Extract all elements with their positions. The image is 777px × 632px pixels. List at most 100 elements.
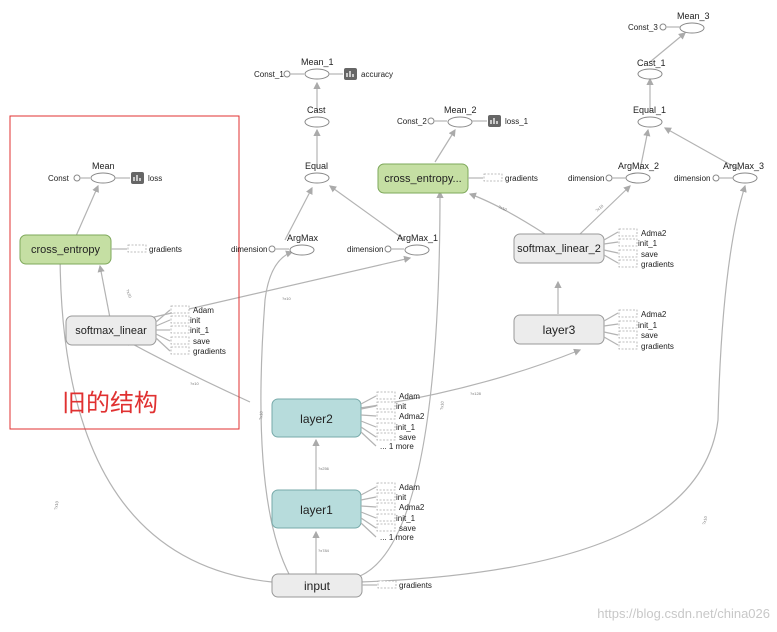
op-mean2-label: Mean_2: [444, 105, 477, 115]
const1-label: Const_1: [254, 70, 284, 79]
svg-text:gradients: gradients: [193, 347, 226, 356]
edge-layer2-layer3: [359, 348, 582, 409]
node-cross-entropy-1-label: cross_entropy...: [384, 173, 461, 185]
cross-entropy-gradients: gradients: [149, 245, 182, 254]
dimension-label-b: dimension: [347, 245, 383, 254]
watermark: https://blog.csdn.net/china026: [597, 606, 770, 621]
op-argmax3[interactable]: [732, 172, 758, 184]
op-mean1[interactable]: [304, 68, 330, 80]
op-mean2[interactable]: [447, 116, 473, 128]
dimension-label-a: dimension: [231, 245, 267, 254]
edge-argmax1-equal: [329, 185, 406, 241]
old-structure-box: [9, 115, 240, 430]
softmax2-aux: Adma2 init_1 save gradients: [603, 228, 674, 269]
edge-layer2-softmax: [123, 339, 251, 403]
op-cast1[interactable]: [637, 68, 663, 80]
edge-sm2-argmax2: [579, 185, 631, 235]
op-argmax1-label: ArgMax_1: [397, 233, 438, 243]
edge-input-argmax: [260, 250, 294, 577]
edge-sm2-ce1: [468, 192, 546, 235]
svg-text:?x10: ?x10: [439, 400, 445, 410]
svg-text:Adam: Adam: [193, 306, 214, 315]
edge-cross-entropy-mean: [75, 184, 99, 237]
svg-text:gradients: gradients: [641, 260, 674, 269]
dimension-label-c: dimension: [568, 174, 604, 183]
svg-text:Adma2: Adma2: [399, 503, 425, 512]
svg-text:save: save: [399, 524, 416, 533]
softmax-aux: Adam init init_1 save gradients: [155, 305, 226, 356]
edges: [56, 32, 747, 583]
node-layer3-label: layer3: [543, 323, 576, 337]
svg-text:save: save: [399, 433, 416, 442]
svg-text:?x10: ?x10: [53, 500, 60, 510]
op-argmax2[interactable]: [625, 172, 651, 184]
const1-icon[interactable]: [283, 70, 291, 78]
op-cast-label: Cast: [307, 105, 326, 115]
edge-argmax-equal: [284, 186, 313, 241]
op-equal[interactable]: [304, 172, 330, 184]
node-layer2[interactable]: [271, 398, 362, 438]
op-argmax[interactable]: [289, 244, 315, 256]
accuracy-label: accuracy: [361, 70, 393, 79]
op-mean[interactable]: [90, 172, 116, 184]
svg-text:init_1: init_1: [396, 423, 416, 432]
edge-softmax-cross-entropy: [97, 264, 111, 319]
edge-argmax2-equal1: [639, 128, 651, 171]
svg-text:Adma2: Adma2: [641, 310, 667, 319]
svg-text:?x10: ?x10: [125, 289, 133, 300]
const2-label: Const_2: [397, 117, 427, 126]
op-argmax-label: ArgMax: [287, 233, 319, 243]
edge-cast1-mean3: [649, 32, 686, 63]
svg-text:init_1: init_1: [190, 326, 210, 335]
layer1-aux: Adam init Adma2 init_1 save ... 1 more: [360, 482, 425, 542]
const-icon[interactable]: [73, 174, 81, 182]
op-argmax1[interactable]: [404, 244, 430, 256]
svg-text:init: init: [396, 493, 407, 502]
op-argmax2-label: ArgMax_2: [618, 161, 659, 171]
node-layer3[interactable]: [513, 314, 605, 345]
node-layer1[interactable]: [271, 489, 362, 529]
loss1-label: loss_1: [505, 117, 529, 126]
loss-label: loss: [148, 174, 162, 183]
node-input-label: input: [304, 579, 331, 593]
svg-text:?x256: ?x256: [318, 466, 330, 471]
node-softmax-linear-2-label: softmax_linear_2: [517, 243, 601, 255]
edge-input-argmax3: [359, 184, 747, 583]
op-mean-label: Mean: [92, 161, 115, 171]
svg-text:save: save: [193, 337, 210, 346]
node-layer1-label: layer1: [300, 503, 333, 517]
const3-label: Const_3: [628, 23, 658, 32]
node-softmax-linear-label: softmax_linear: [75, 325, 147, 337]
svg-text:init_1: init_1: [638, 239, 658, 248]
layer3-aux: Adma2 init_1 save gradients: [603, 309, 674, 351]
svg-text:Adma2: Adma2: [641, 229, 667, 238]
dimension-label-d: dimension: [674, 174, 710, 183]
node-cross-entropy-label: cross_entropy: [31, 244, 101, 256]
svg-text:... 1 more: ... 1 more: [380, 533, 414, 542]
edge-labels: ?x10 ?x10 ?x10 ?x128 ?x256 ?x784 ?x10 ?x…: [53, 203, 708, 553]
svg-text:?x128: ?x128: [470, 391, 482, 396]
op-equal1[interactable]: [637, 116, 663, 128]
svg-text:?x10: ?x10: [190, 381, 199, 386]
cross-entropy-1-gradients: gradients: [505, 174, 538, 183]
svg-text:Adam: Adam: [399, 392, 420, 401]
svg-text:init: init: [190, 316, 201, 325]
op-argmax3-label: ArgMax_3: [723, 161, 764, 171]
op-equal-label: Equal: [305, 161, 328, 171]
svg-text:?x10: ?x10: [594, 203, 604, 213]
svg-text:save: save: [641, 331, 658, 340]
old-structure-label: 旧的结构: [62, 389, 158, 417]
op-mean3[interactable]: [679, 22, 705, 34]
svg-text:?x10: ?x10: [258, 410, 264, 420]
input-gradients: gradients: [399, 581, 432, 590]
op-cast1-label: Cast_1: [637, 58, 666, 68]
op-cast[interactable]: [304, 116, 330, 128]
svg-text:?x784: ?x784: [318, 548, 330, 553]
layer2-aux: Adam init Adma2 init_1 save ... 1 more: [360, 391, 425, 451]
svg-text:?x10: ?x10: [701, 515, 708, 525]
op-mean3-label: Mean_3: [677, 11, 710, 21]
node-layer2-label: layer2: [300, 412, 333, 426]
node-softmax-linear-2[interactable]: [513, 233, 605, 264]
